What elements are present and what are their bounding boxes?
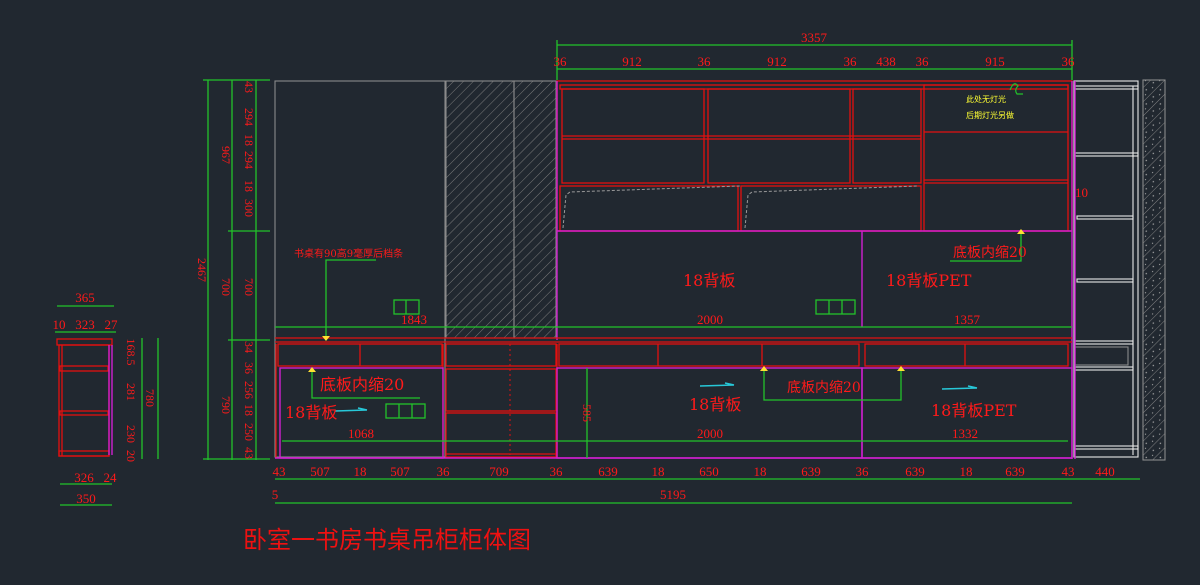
dim-top-segment: 36 [916,54,930,69]
back-panel-lower-left: 18背板 [285,403,337,422]
dim-left: 43 [242,81,256,93]
left-dimension-labels: 2467 967 700 790 43 294 18 294 18 300 700 34 36 256 18… [195,81,256,459]
inset-note-mid: 底板内缩20 [787,380,861,396]
concrete-wall-right [1142,79,1166,461]
side-right-seg-2: 281 [124,383,138,401]
dim-left: 256 [242,381,256,399]
dim-top-segment: 912 [622,54,642,69]
dim-left: 36 [242,362,256,374]
dim-top-total: 3357 [801,30,828,45]
dim-left: 700 [242,278,256,296]
dim-inner-height: 585 [580,404,594,422]
dim-left: 18 [242,404,256,416]
dim-left: 300 [242,199,256,217]
dim-bottom-segment: 639 [1005,464,1025,479]
dim-lower-1068: 1068 [348,426,374,441]
side-right-total: 780 [143,389,157,407]
dim-right-gap: 10 [1075,185,1088,200]
back-panel-lower-right: 18背板PET [931,401,1017,420]
desk-note: 书桌有90高9毫厚后档条 [294,247,403,260]
left-dimensions [203,79,270,460]
dim-bottom-total: 5195 [660,487,686,502]
drawing-title: 卧室一书房书桌吊柜柜体图 [243,526,531,554]
dim-bottom-segment: 507 [390,464,410,479]
dim-bottom-segment: 36 [437,464,451,479]
dim-bottom-segment: 440 [1095,464,1115,479]
dim-bottom-segment: 709 [489,464,509,479]
dim-left: 43 [242,447,256,459]
side-right-seg-3: 230 [124,425,138,443]
dim-top-segment: 36 [1062,54,1076,69]
bottom-segment-labels: 43 507 18 507 36 709 36 639 18 650 18 639 36 639 18 639… [273,464,1115,479]
dim-left: 250 [242,423,256,441]
dim-left: 34 [242,341,256,353]
dim-bottom-segment: 639 [905,464,925,479]
light-note-1: 此处无灯光 [966,94,1006,104]
dim-bottom-segment: 18 [354,464,367,479]
back-panel-upper-right: 18背板PET [886,271,972,290]
dim-bottom-segment: 639 [801,464,821,479]
dim-left: 700 [219,278,233,296]
top-dimensions [556,40,1073,80]
dim-bottom-segment: 18 [960,464,973,479]
dim-left: 967 [219,146,233,164]
back-panel-lower-mid: 18背板 [689,395,741,414]
existing-shelf-right [1073,80,1139,458]
side-view [55,305,159,506]
side-top-seg-3: 27 [105,317,119,332]
side-right-seg-4: 20 [124,450,138,462]
side-bottom-seg-2: 24 [104,470,118,485]
dim-left: 18 [242,180,256,192]
inset-note-upper: 底板内缩20 [953,245,1027,261]
dim-left: 294 [242,108,256,126]
dim-lower-1332: 1332 [952,426,978,441]
dim-span-1843: 1843 [401,312,427,327]
dim-top-segment: 36 [698,54,712,69]
dim-bottom-start: 5 [272,487,279,502]
side-top-total: 365 [75,290,95,305]
dim-left: 18 [242,134,256,146]
light-symbol [1009,83,1023,95]
dim-bottom-segment: 639 [598,464,618,479]
side-right-seg-1: 168.5 [124,339,138,366]
side-bottom-seg-1: 326 [74,470,94,485]
dim-left: 2467 [195,258,209,282]
dim-bottom-segment: 18 [652,464,665,479]
dim-bottom-segment: 36 [550,464,564,479]
dim-bottom-segment: 43 [1062,464,1075,479]
side-top-seg-1: 10 [53,317,66,332]
dim-bottom-segment: 650 [699,464,719,479]
dim-bottom-segment: 507 [310,464,330,479]
dim-bottom-segment: 18 [754,464,767,479]
leader-lines [308,229,1025,401]
dim-left: 294 [242,151,256,169]
dim-top-segment: 36 [554,54,568,69]
top-segment-labels: 36 912 36 912 36 438 36 915 36 [554,54,1076,69]
dim-left: 790 [219,396,233,414]
desk-span-dims [275,326,1072,458]
desk-back-panels [275,367,1073,459]
dim-top-segment: 36 [844,54,858,69]
dim-span-2000: 2000 [697,312,723,327]
side-bottom-total: 350 [76,491,96,506]
socket-boxes [385,299,856,419]
desk [275,337,1072,458]
dim-span-1357: 1357 [954,312,981,327]
grain-arrows [334,382,978,412]
back-panel-upper-mid: 18背板 [683,271,735,290]
dim-top-segment: 438 [876,54,896,69]
light-note-2: 后期灯光另做 [966,110,1014,120]
hatched-column [445,80,557,339]
existing-wall-left [274,80,446,458]
side-top-seg-2: 323 [75,317,95,332]
dim-bottom-segment: 43 [273,464,286,479]
dim-top-segment: 915 [985,54,1005,69]
dim-bottom-segment: 36 [856,464,870,479]
inset-note-left: 底板内缩20 [320,375,404,394]
dim-lower-2000: 2000 [697,426,723,441]
dim-top-segment: 912 [767,54,787,69]
bottom-dimensions [275,478,1140,504]
